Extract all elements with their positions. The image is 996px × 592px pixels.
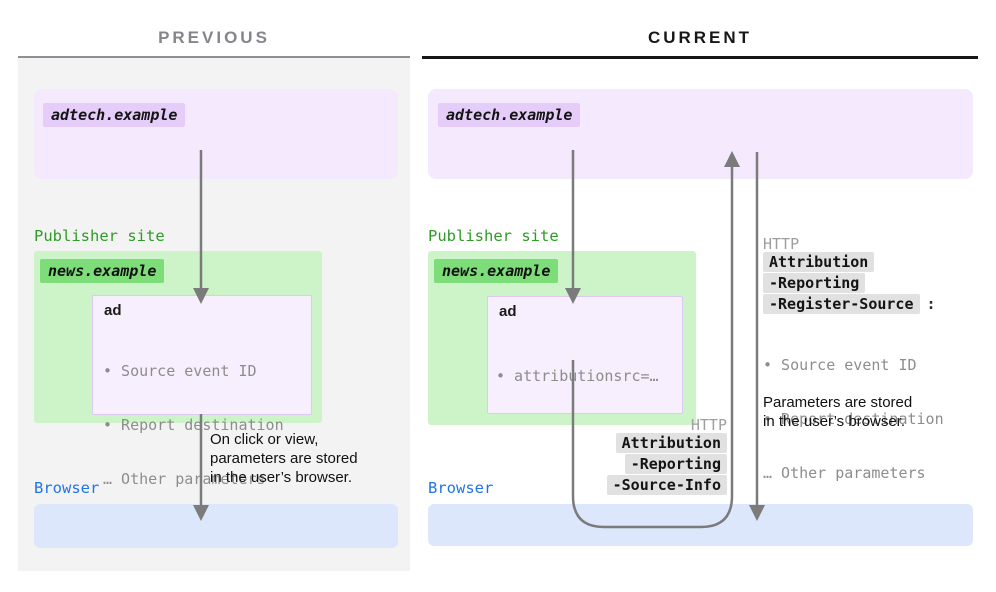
header-chip: -Source-Info	[606, 475, 727, 495]
browser-box-previous	[34, 504, 398, 548]
header-chip: Attribution	[615, 433, 727, 453]
http-request-header-block: HTTP Attribution -Reporting -Source-Info	[606, 416, 727, 496]
news-domain-chip-current: news.example	[434, 259, 559, 283]
header-chip: -Register-Source	[763, 294, 920, 314]
note-line: Parameters are stored	[763, 394, 913, 411]
header-chip: Attribution	[763, 252, 875, 272]
ad-params-previous: • Source event ID • Report destination ……	[103, 326, 284, 524]
ad-param-line: • Source event ID	[103, 362, 257, 380]
ad-param-line: … Other parameters	[103, 470, 266, 488]
ad-param-line: • Report destination	[103, 416, 284, 434]
ad-label-previous: ad	[104, 302, 122, 319]
ad-params-current: • attributionsrc=…	[496, 331, 659, 421]
response-params-list: • Source event ID • Report destination ……	[763, 320, 944, 518]
browser-label-current: Browser	[428, 479, 494, 497]
header-chip: -Reporting	[624, 454, 727, 474]
note-line: in the user’s browser.	[763, 413, 906, 430]
note-line: parameters are stored	[210, 450, 358, 467]
response-param-line: • Report destination	[763, 410, 944, 428]
response-param-line: • Source event ID	[763, 356, 917, 374]
previous-title: PREVIOUS	[158, 28, 270, 47]
header-chip-row: -Reporting	[763, 273, 866, 294]
storage-note-current: Parameters are stored in the user’s brow…	[763, 393, 912, 431]
header-chip-row: -Register-Source:	[763, 294, 936, 315]
previous-divider	[18, 56, 410, 58]
http-response-header-block: HTTP Attribution -Reporting -Register-So…	[763, 236, 936, 315]
news-domain-chip-previous: news.example	[40, 259, 165, 283]
note-line: On click or view,	[210, 431, 319, 448]
browser-label-previous: Browser	[34, 479, 100, 497]
header-chip: -Reporting	[763, 273, 866, 293]
header-chip-row: Attribution	[763, 252, 875, 273]
note-line: in the user’s browser.	[210, 469, 353, 486]
response-param-line: … Other parameters	[763, 464, 926, 482]
http-protocol-label: HTTP	[690, 416, 727, 434]
publisher-site-label-previous: Publisher site	[34, 227, 165, 245]
adtech-domain-chip-current: adtech.example	[438, 103, 581, 127]
current-title: CURRENT	[647, 28, 753, 47]
browser-box-current	[428, 504, 973, 546]
publisher-site-label-current: Publisher site	[428, 227, 559, 245]
current-divider	[422, 56, 978, 59]
adtech-domain-chip-previous: adtech.example	[43, 103, 186, 127]
colon-separator: :	[926, 295, 936, 313]
ad-label-current: ad	[499, 303, 517, 320]
ad-param-line: • attributionsrc=…	[496, 367, 659, 385]
storage-note-previous: On click or view, parameters are stored …	[210, 430, 358, 487]
http-protocol-label: HTTP	[763, 235, 800, 253]
